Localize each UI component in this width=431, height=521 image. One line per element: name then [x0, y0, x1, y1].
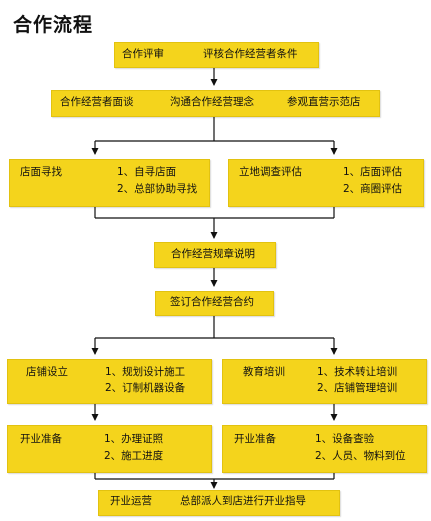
- rules-explanation-box: [154, 242, 276, 268]
- store-setup-item-1: 1、规划设计施工: [105, 366, 186, 378]
- opening-prep-left-head: 开业准备: [20, 433, 62, 445]
- training-item-2: 2、店铺管理培训: [317, 382, 398, 394]
- page-title: 合作流程: [13, 14, 94, 36]
- opening-prep-right-item-2: 2、人员、物料到位: [315, 450, 406, 462]
- opening-operation-label: 开业运营: [110, 495, 152, 507]
- review-label: 合作评审: [122, 48, 164, 60]
- visit-store-label: 参观直营示范店: [287, 96, 361, 108]
- philosophy-label: 沟通合作经营理念: [170, 96, 254, 108]
- sign-contract-box: [155, 291, 274, 316]
- training-item-1: 1、技术转让培训: [317, 366, 398, 378]
- store-setup-box: [7, 359, 212, 404]
- opening-prep-left-box: [7, 425, 212, 473]
- rules-explanation-label: 合作经营规章说明: [171, 248, 255, 260]
- training-head: 教育培训: [243, 366, 285, 378]
- opening-prep-right-head: 开业准备: [234, 433, 276, 445]
- interview-label: 合作经营者面谈: [60, 96, 134, 108]
- opening-operation-box: [98, 490, 340, 516]
- opening-prep-right-box: [222, 425, 427, 473]
- store-setup-item-2: 2、订制机器设备: [105, 382, 186, 394]
- opening-prep-left-item-1: 1、办理证照: [104, 433, 164, 445]
- store-search-item-2: 2、总部协助寻找: [117, 183, 198, 195]
- site-survey-box: [228, 159, 424, 207]
- sign-contract-label: 签订合作经营合约: [170, 296, 254, 308]
- training-box: [222, 359, 427, 404]
- site-survey-item-1: 1、店面评估: [343, 166, 403, 178]
- opening-guidance-label: 总部派人到店进行开业指导: [180, 495, 306, 507]
- review-step-box: [114, 42, 319, 68]
- site-survey-item-2: 2、商圈评估: [343, 183, 403, 195]
- store-setup-head: 店铺设立: [26, 366, 68, 378]
- opening-prep-left-item-2: 2、施工进度: [104, 450, 164, 462]
- store-search-box: [9, 159, 210, 207]
- store-search-item-1: 1、自寻店面: [117, 166, 177, 178]
- site-survey-head: 立地调查评估: [239, 166, 302, 178]
- interview-step-box: [51, 90, 380, 117]
- review-criteria-label: 评核合作经营者条件: [203, 48, 298, 60]
- store-search-head: 店面寻找: [20, 166, 62, 178]
- opening-prep-right-item-1: 1、设备查验: [315, 433, 375, 445]
